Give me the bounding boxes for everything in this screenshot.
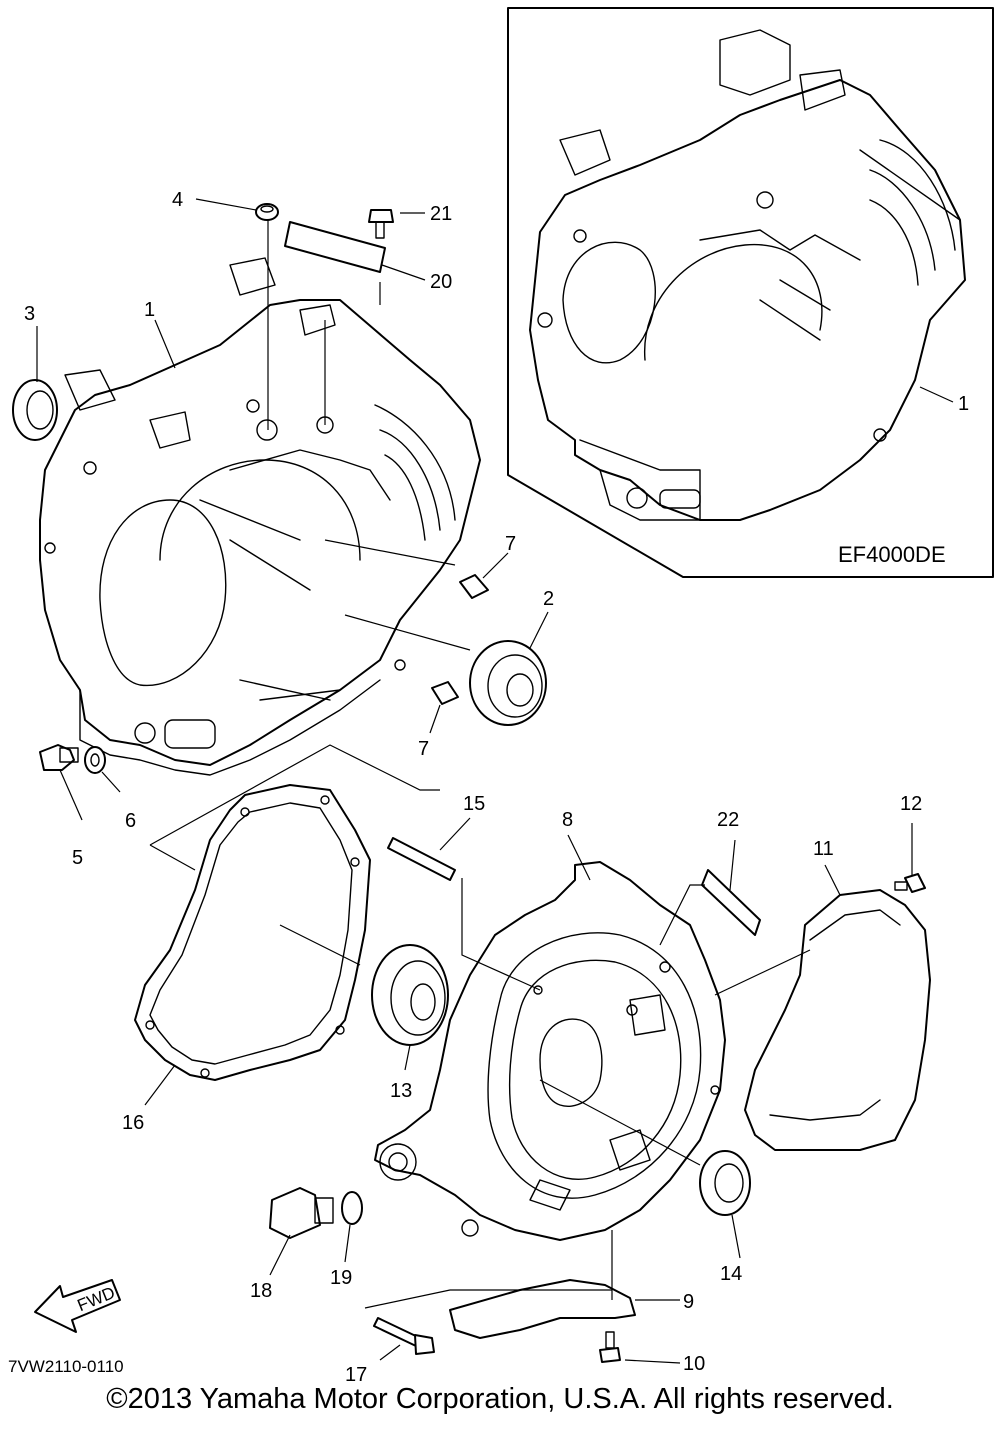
bolt-12 [894,873,926,893]
callout-2: 2 [543,588,554,610]
callout-4: 4 [172,189,183,211]
callout-15: 15 [463,793,485,815]
callout-18: 18 [250,1280,272,1302]
callout-11: 11 [813,838,834,860]
callout-9: 9 [683,1291,694,1313]
washer-6 [84,746,106,774]
callout-7-lower: 7 [418,738,429,760]
dowel-pin-7-lower [431,681,459,705]
fwd-arrow: FWD [34,1279,121,1333]
callout-20: 20 [430,271,452,293]
bolt-21 [368,209,394,239]
inset-model-label: EF4000DE [838,542,946,567]
callout-1-main: 1 [144,299,155,321]
leader-lines [36,198,954,1364]
callout-3: 3 [24,303,35,325]
cover-plate-9 [449,1279,636,1339]
callout-17: 17 [345,1364,367,1386]
plug-4 [255,203,279,221]
callout-14: 14 [720,1263,742,1285]
drain-plug-5 [39,744,79,771]
bearing-2 [469,640,547,726]
callout-6: 6 [125,810,136,832]
callout-21: 21 [430,203,452,225]
label-strip-20 [284,221,386,273]
pin-15 [387,837,456,881]
dowel-pin-7-upper [459,574,489,599]
inset-frame [507,7,994,578]
callout-5: 5 [72,847,83,869]
oil-seal-14 [699,1150,751,1216]
callout-13: 13 [390,1080,412,1102]
o-ring-19 [341,1191,363,1225]
callout-1-inset: 1 [958,393,969,415]
copyright-notice: ©2013 Yamaha Motor Corporation, U.S.A. A… [106,1383,894,1415]
figure-code: 7VW2110-0110 [8,1357,124,1376]
bolt-10 [599,1331,621,1363]
plate-22 [701,869,761,936]
inset-crankcase-drawing [529,29,966,521]
crankcase-cover-8 [374,861,726,1241]
oil-seal-3 [12,379,58,441]
callout-8: 8 [562,809,573,831]
callout-10: 10 [683,1353,705,1375]
bearing-13 [371,944,449,1046]
cover-11 [744,889,931,1151]
oil-filler-cap-18 [269,1187,334,1239]
callout-7-upper: 7 [505,533,516,555]
callout-16: 16 [122,1112,144,1134]
crankcase-drawing [39,257,481,776]
callout-12: 12 [900,793,922,815]
gasket-16 [134,784,371,1081]
callout-22: 22 [717,809,739,831]
callout-19: 19 [330,1267,352,1289]
bolt-17 [373,1317,435,1355]
callouts: 3 1 4 21 20 7 2 7 6 5 1 EF4000DE 15 8 22… [8,189,969,1386]
